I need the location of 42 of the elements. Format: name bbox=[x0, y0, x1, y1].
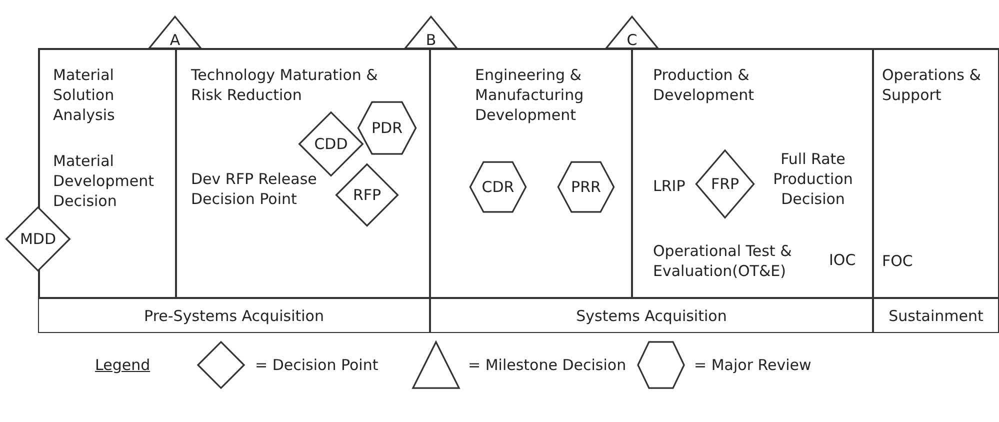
shape-label: PDR bbox=[371, 119, 403, 137]
review-hexagon bbox=[357, 101, 417, 155]
shape-label: B bbox=[426, 31, 436, 49]
shape-label: PRR bbox=[571, 178, 601, 196]
milestone-triangle bbox=[404, 16, 458, 49]
decision-diamond bbox=[695, 149, 755, 219]
phase-note: Material Development Decision bbox=[53, 151, 155, 211]
review-hexagon bbox=[557, 161, 615, 213]
phase-note: LRIP bbox=[653, 176, 686, 196]
shape-label: RFP bbox=[352, 186, 382, 204]
phase-note: IOC bbox=[829, 250, 857, 270]
phase-title: Technology Maturation & Risk Reduction bbox=[191, 65, 379, 105]
review-hexagon bbox=[469, 161, 527, 213]
phase-title: Material Solution Analysis bbox=[53, 65, 116, 125]
phase-panel bbox=[632, 48, 873, 298]
phase-note: Dev RFP Release Decision Point bbox=[191, 169, 318, 209]
milestone-triangle bbox=[605, 16, 659, 49]
phase-panel bbox=[176, 48, 430, 298]
legend-text: = Major Review bbox=[694, 356, 812, 374]
phase-panel bbox=[873, 48, 999, 298]
shape-label: MDD bbox=[20, 230, 56, 248]
shape-label: CDR bbox=[482, 178, 514, 196]
decision-diamond bbox=[335, 163, 399, 227]
phase-panel bbox=[430, 48, 632, 298]
stage-band: Sustainment bbox=[873, 298, 999, 333]
stage-band: Systems Acquisition bbox=[430, 298, 873, 333]
decision-diamond bbox=[5, 206, 71, 272]
milestone-triangle bbox=[148, 16, 202, 49]
phase-title: Operations & Support bbox=[882, 65, 982, 105]
shape-label: FRP bbox=[710, 175, 740, 193]
legend-heading: Legend bbox=[95, 356, 150, 374]
phase-note: Full Rate Production Decision bbox=[772, 149, 854, 209]
legend-text: = Decision Point bbox=[255, 356, 378, 374]
phase-title: Engineering & Manufacturing Development bbox=[475, 65, 585, 125]
shape-label: A bbox=[170, 31, 180, 49]
shape-label: C bbox=[626, 31, 638, 49]
phase-note: Operational Test & Evaluation(OT&E) bbox=[653, 241, 793, 281]
phase-note: FOC bbox=[882, 251, 914, 271]
stage-band: Pre-Systems Acquisition bbox=[38, 298, 430, 333]
legend-text: = Milestone Decision bbox=[468, 356, 626, 374]
phase-title: Production & Development bbox=[653, 65, 755, 105]
shape-label: CDD bbox=[314, 135, 348, 153]
